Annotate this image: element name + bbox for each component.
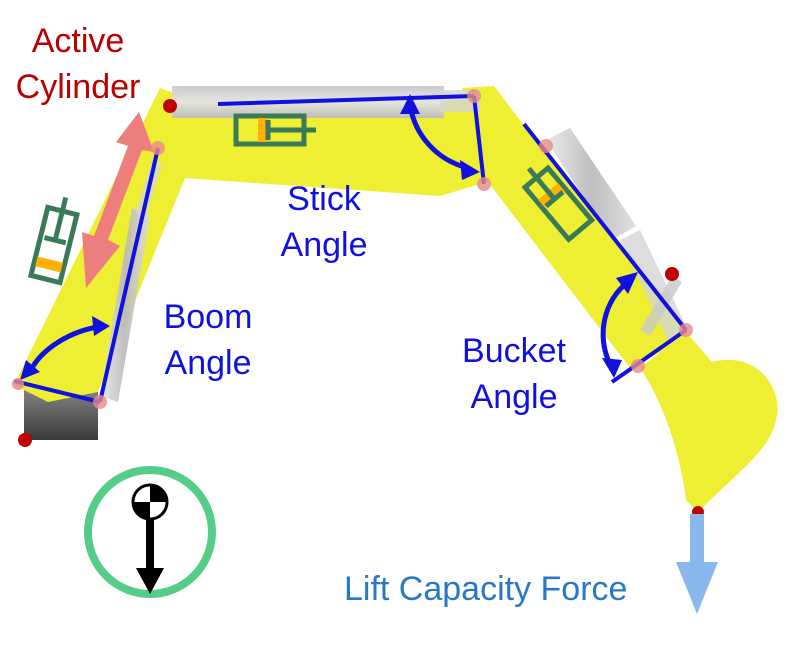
bucket-angle-label-line1: Bucket — [462, 332, 566, 370]
lift-capacity-force-label: Lift Capacity Force — [344, 570, 628, 608]
pin-icon — [163, 99, 177, 113]
double-arrow-icon — [82, 112, 154, 288]
arrowhead-icon — [20, 360, 40, 380]
cylinder-icon — [27, 196, 80, 286]
stick-angle-lines — [217, 94, 486, 185]
active-cylinder-label: Active Cylinder — [4, 18, 152, 110]
down-arrow-icon — [676, 514, 718, 614]
arrowhead-icon — [92, 316, 110, 336]
pin-icon — [12, 378, 24, 390]
pin-icon — [679, 323, 693, 337]
boom-angle-arc — [20, 316, 110, 380]
cylinder-icon — [233, 113, 316, 147]
boom-angle-lines — [13, 147, 160, 404]
bucket-angle-lines — [522, 122, 688, 384]
boom-angle-label-line1: Boom — [163, 298, 253, 336]
cylinder-icon — [521, 164, 596, 243]
pin-icon — [477, 177, 491, 191]
pin-icon — [93, 395, 107, 409]
bucket-angle-label: Bucket Angle — [440, 328, 588, 420]
arrowhead-icon — [602, 358, 622, 378]
pin-icon — [151, 141, 165, 155]
pin-icon — [631, 359, 645, 373]
boom-angle-label: Boom Angle — [148, 294, 268, 386]
pin-icon — [539, 139, 553, 153]
active-cylinder-label-line1: Active — [31, 22, 125, 60]
bucket-angle-arc — [600, 272, 638, 378]
stick-angle-arc — [400, 94, 480, 180]
arrowhead-icon — [400, 94, 420, 114]
stick-angle-label-line2: Angle — [280, 226, 368, 264]
arrowhead-icon — [460, 160, 480, 180]
boom-angle-label-line2: Angle — [164, 344, 252, 382]
bucket — [640, 332, 778, 512]
bucket-angle-label-line2: Angle — [470, 378, 558, 416]
stick-link — [462, 86, 686, 368]
pin-icon — [665, 267, 679, 281]
stick-angle-label-line1: Stick — [287, 180, 361, 218]
pin-icon — [467, 89, 481, 103]
arrowhead-icon — [616, 272, 638, 294]
pin-icon — [18, 433, 32, 447]
active-cylinder-label-line2: Cylinder — [15, 68, 141, 106]
stick-angle-label: Stick Angle — [264, 176, 384, 268]
center-of-gravity-icon — [84, 466, 216, 598]
